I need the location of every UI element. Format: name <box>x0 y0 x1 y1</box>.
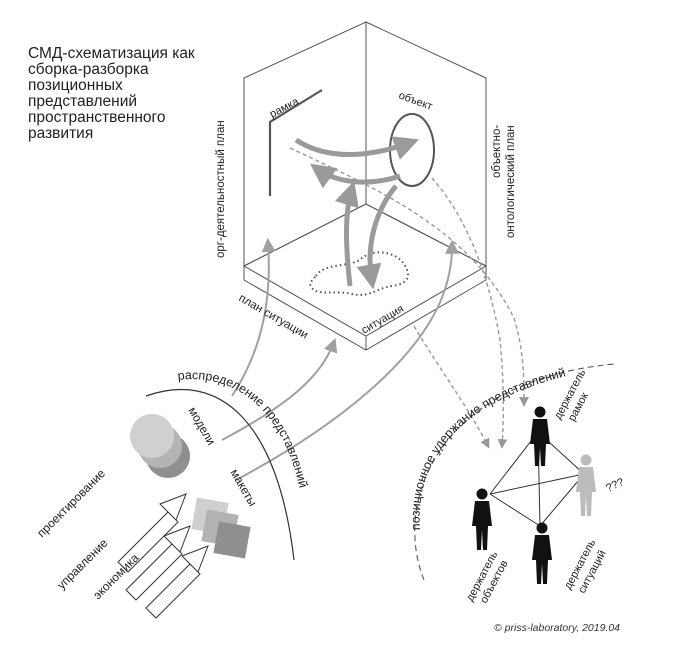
object-label: объект <box>397 90 434 113</box>
frame-label: рамка <box>268 95 302 121</box>
arrow-to-situation-plane <box>221 338 338 441</box>
holder-frames-person <box>530 406 550 466</box>
title-line: развития <box>28 125 94 142</box>
distribution-arrows <box>221 237 459 481</box>
activity-design: проектирование <box>34 466 108 540</box>
activity-arrows <box>117 493 209 619</box>
arrow-down-to-situation <box>356 184 398 290</box>
situation-label: ситуация <box>360 303 406 337</box>
title-line: представлений <box>28 93 138 110</box>
holder-objects-person <box>472 488 492 550</box>
obj-plan-label-2: онтологический план <box>505 125 517 238</box>
org-plan-label: орг-деятельностный план <box>215 120 227 258</box>
title-line: позиционных <box>28 77 123 94</box>
holder-unknown-person <box>576 454 596 516</box>
models-icon <box>130 414 190 478</box>
holder-unknown-label: ??? <box>604 476 626 495</box>
title-line: пространственного <box>28 109 166 126</box>
planes-corner <box>242 21 488 351</box>
holder-situations-person <box>532 522 552 584</box>
diagram-title: СМД-схематизация как сборка-разборка поз… <box>28 46 238 142</box>
copyright-text: © priss-laboratory, 2019.04 <box>494 622 621 634</box>
mockups-icon <box>191 497 251 559</box>
arrow-to-object-plane <box>235 239 459 481</box>
positional-arc <box>414 363 615 581</box>
situation-blob <box>309 251 409 296</box>
title-line: СМД-схематизация как <box>28 45 195 62</box>
arrow-object-to-frame <box>309 163 401 189</box>
arrow-management <box>125 525 191 601</box>
arrow-frame-to-object <box>294 136 420 160</box>
arrow-design <box>117 493 187 573</box>
arrow-situation-up <box>334 180 359 287</box>
arrow-to-org-plane <box>231 237 276 397</box>
title-line: сборка-разборка <box>28 61 149 78</box>
frame-angle <box>268 89 323 196</box>
inner-arrows <box>294 136 420 290</box>
dashed-frame-to-holder <box>289 147 529 407</box>
dashed-object-to-holder <box>431 177 508 449</box>
situation-plan-label: план ситуации <box>237 292 310 341</box>
dashed-situation-to-holder <box>413 325 490 449</box>
mockups-label: макеты <box>227 467 259 509</box>
distribution-arc <box>145 388 295 561</box>
models-label: модели <box>185 405 218 448</box>
arrow-economy <box>145 545 209 619</box>
dashed-links <box>289 147 529 449</box>
object-plane <box>365 21 487 267</box>
obj-plan-label-1: объектно- <box>491 125 503 178</box>
